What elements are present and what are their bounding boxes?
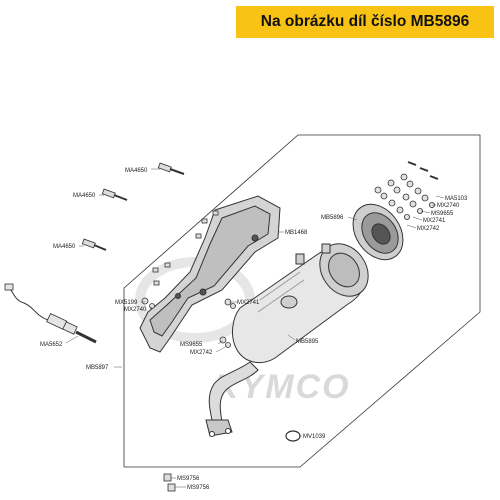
label-mx2740-right: MX2740 [437,203,460,209]
label-mv1039: MV1039 [303,434,326,440]
heat-shield-mb5897 [139,195,281,353]
bolt-ma4650-lower [81,238,107,251]
bolt-ma4650-middle [101,188,128,201]
gasket-mv1039 [285,430,301,442]
label-ma4650-middle: MA4650 [73,193,96,199]
label-mx5199: MX5199 [115,300,138,306]
label-mb5897: MB5897 [86,365,109,371]
label-ms9756-lower: MS9756 [187,485,210,491]
leader-lines [65,168,445,488]
label-ms9655-right: MS9655 [431,211,454,217]
label-mx2741-right: MX2741 [423,218,446,224]
label-mb1468: MB1468 [285,230,308,236]
shield-fasteners [141,210,236,348]
label-ms9655-center: MS9655 [180,342,203,348]
label-ma4650-top: MA4650 [125,168,148,174]
label-mx2740-left: MX2740 [124,307,147,313]
exhaust-pipe [205,361,259,437]
assembly-frame [123,134,481,468]
part-number-banner: Na obrázku díl číslo MB5896 [236,6,494,38]
label-mx2741-center: MX2741 [237,300,260,306]
label-ma5103: MA5103 [445,196,468,202]
label-ms9756-upper: MS9756 [177,476,200,482]
label-mb5896: MB5896 [321,215,344,221]
bolt-ma4650-top [157,162,185,175]
oxygen-sensor-ma5652 [4,283,97,344]
banner-text: Na obrázku díl číslo MB5896 [260,13,470,30]
label-mx2742-center: MX2742 [190,350,213,356]
label-mx2742-right: MX2742 [417,226,440,232]
end-cap-mb5896 [352,203,404,261]
label-mb5895: MB5895 [296,339,319,345]
label-ma5652: MA5652 [40,342,63,348]
label-ma4650-lower: MA4650 [53,244,76,250]
callout-labels: MA4650 MA4650 MA4650 MA5652 MB5897 MX519… [40,168,468,491]
muffler-mb5895 [232,243,369,364]
studs-ms9756 [163,473,176,492]
